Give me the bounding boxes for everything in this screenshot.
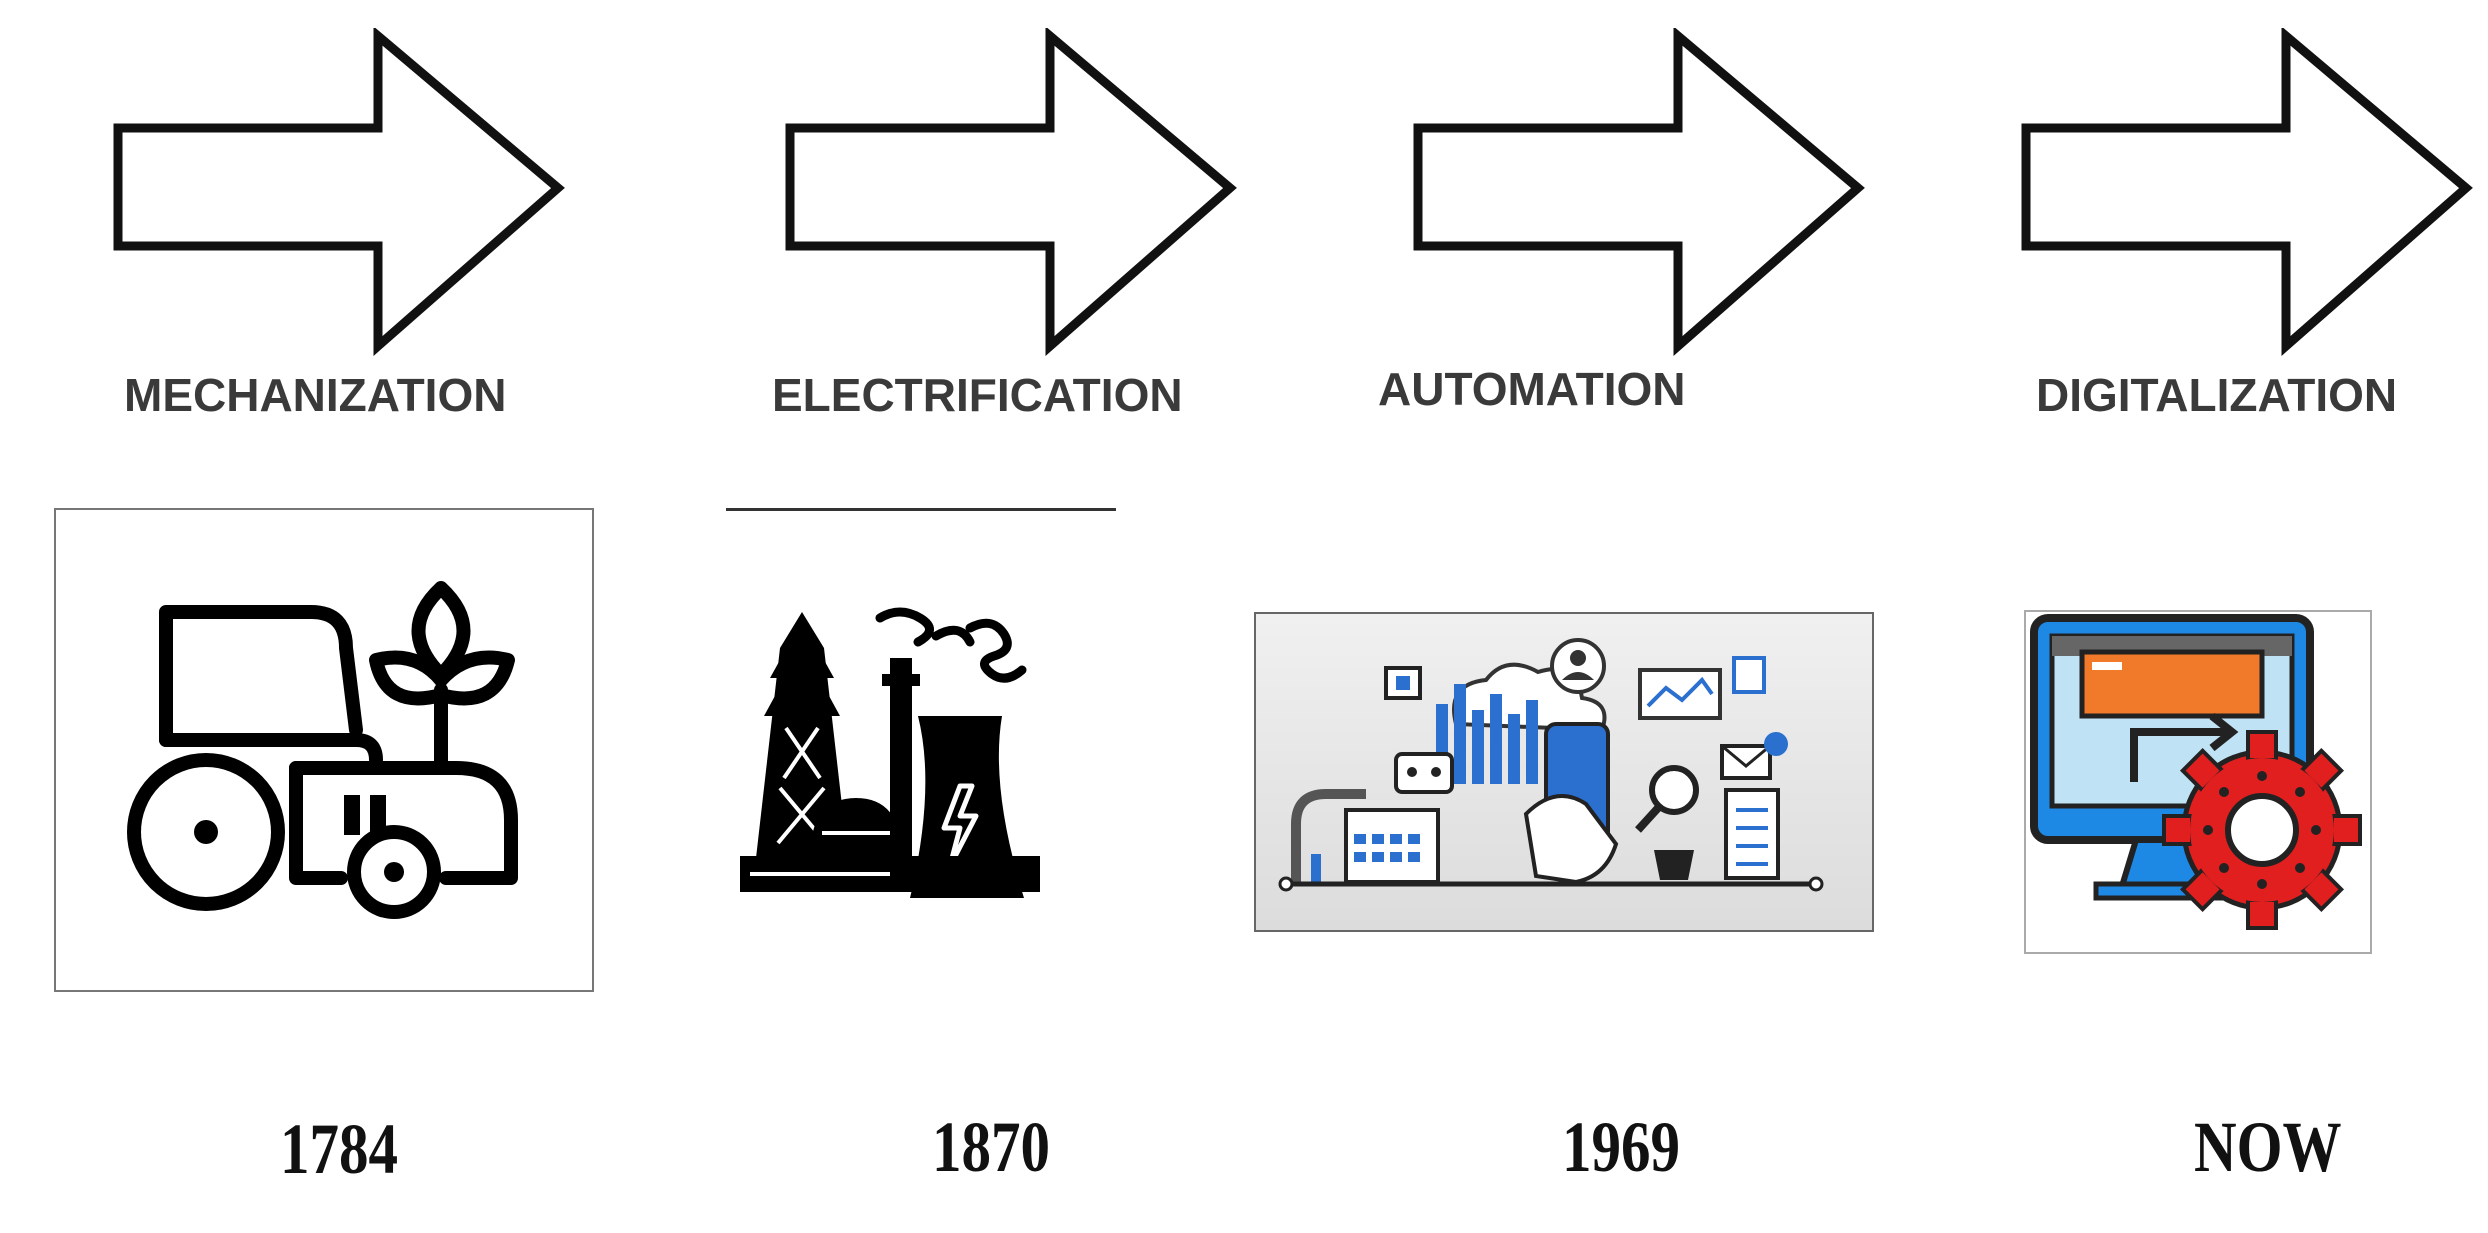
power-plant-icon [740,607,1040,898]
stage-label-digitalization: DIGITALIZATION [2036,369,2398,421]
automation-collage-icon [1278,638,1824,892]
digitalization-panel [2024,610,2372,954]
tractor-sprout-icon [127,581,518,919]
stage-label-electrification: ELECTRIFICATION [772,369,1183,421]
monitor-gear-icon [2030,614,2362,930]
arrow-automation [1413,28,1865,356]
mechanization-panel [54,508,594,992]
stage-label-automation: AUTOMATION [1378,363,1686,415]
year-mechanization: 1784 [280,1109,399,1189]
divider-line [726,508,1116,511]
arrow-digitalization [2021,28,2473,356]
electrification-panel [740,598,1060,918]
year-electrification: 1870 [932,1107,1051,1187]
year-digitalization: NOW [2194,1107,2342,1187]
year-automation: 1969 [1562,1107,1681,1187]
arrow-electrification [785,28,1237,356]
arrow-mechanization [113,28,565,356]
automation-panel [1254,612,1874,932]
stage-label-mechanization: MECHANIZATION [124,369,507,421]
